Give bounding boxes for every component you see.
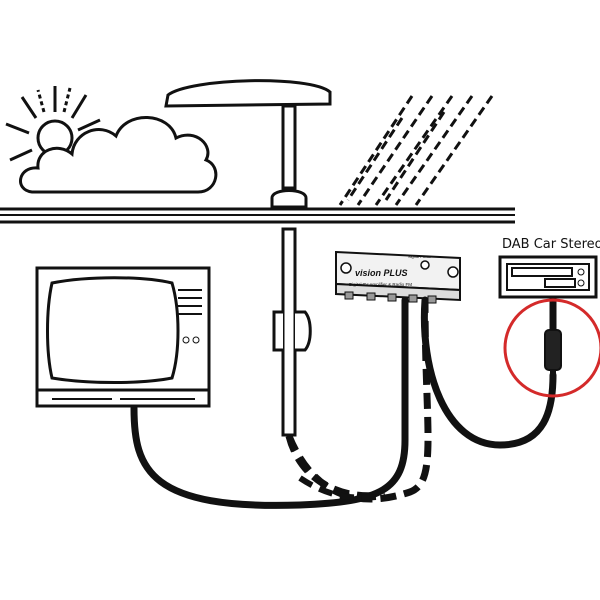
roof-antenna-icon	[164, 79, 332, 209]
antenna-cable	[272, 227, 312, 437]
sun-icon	[5, 86, 101, 162]
tv-cable	[130, 296, 409, 509]
amplifier-brand: vision PLUS	[355, 268, 408, 278]
amplifier-subtitle: Digital TV Amplifier & Radio FM	[349, 282, 412, 287]
television-icon	[35, 266, 211, 408]
dab-adapter-plug	[544, 296, 562, 385]
cloud-icon	[19, 116, 218, 194]
antenna-link-dashes	[298, 475, 386, 501]
car-stereo-icon	[498, 255, 598, 299]
highlight-circle	[503, 298, 600, 398]
rain-icon	[338, 95, 494, 206]
car-roof	[0, 207, 515, 224]
amp-to-stereo-cable	[420, 288, 557, 449]
amplifier-top-note: Signal Power	[408, 254, 432, 259]
amplifier-icon	[335, 250, 461, 304]
dab-car-stereo-label: DAB Car Stereo	[502, 237, 600, 252]
